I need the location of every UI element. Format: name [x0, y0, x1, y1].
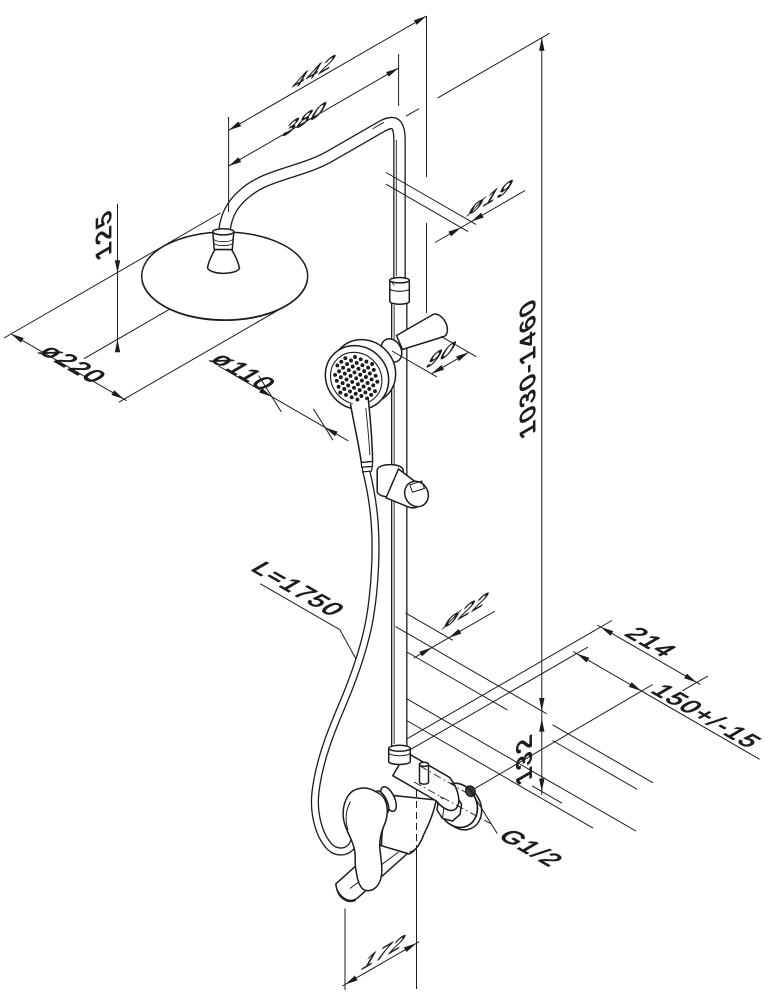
- column-joint-collar: [389, 276, 411, 305]
- dim-label-inlet_spacing: 150+/-15: [645, 681, 768, 753]
- shower-holder: [376, 463, 430, 509]
- dim-label-head_drop: 125: [92, 204, 116, 266]
- hand-shower: [324, 338, 397, 473]
- hand-shower-nozzle-dots: [333, 355, 380, 402]
- dim-label-thread_size: G1/2: [492, 826, 570, 871]
- dim-label-hose_length: L=1750: [244, 558, 351, 620]
- mixer: [335, 744, 493, 903]
- dim-label-hand_shower_diameter: ø110: [204, 349, 283, 395]
- wall-bracket: [380, 313, 449, 363]
- rain-shower-head: [140, 227, 309, 322]
- construction-lines: [405, 620, 654, 832]
- dim-label-spout_reach: 172: [357, 928, 412, 976]
- dim-label-column_height_range: 1030-1460: [516, 292, 540, 444]
- dim-label-width_overall: 442: [287, 48, 342, 96]
- dim-label-inlet_drop: 132: [512, 729, 536, 791]
- dim-label-mixer_width: 214: [618, 624, 684, 662]
- shower-column-pipe: [218, 116, 408, 748]
- dim-label-arm_reach: 380: [278, 95, 333, 143]
- dim-label-arm_pipe_diameter: ø19: [463, 172, 520, 221]
- shower-hose: [310, 469, 380, 856]
